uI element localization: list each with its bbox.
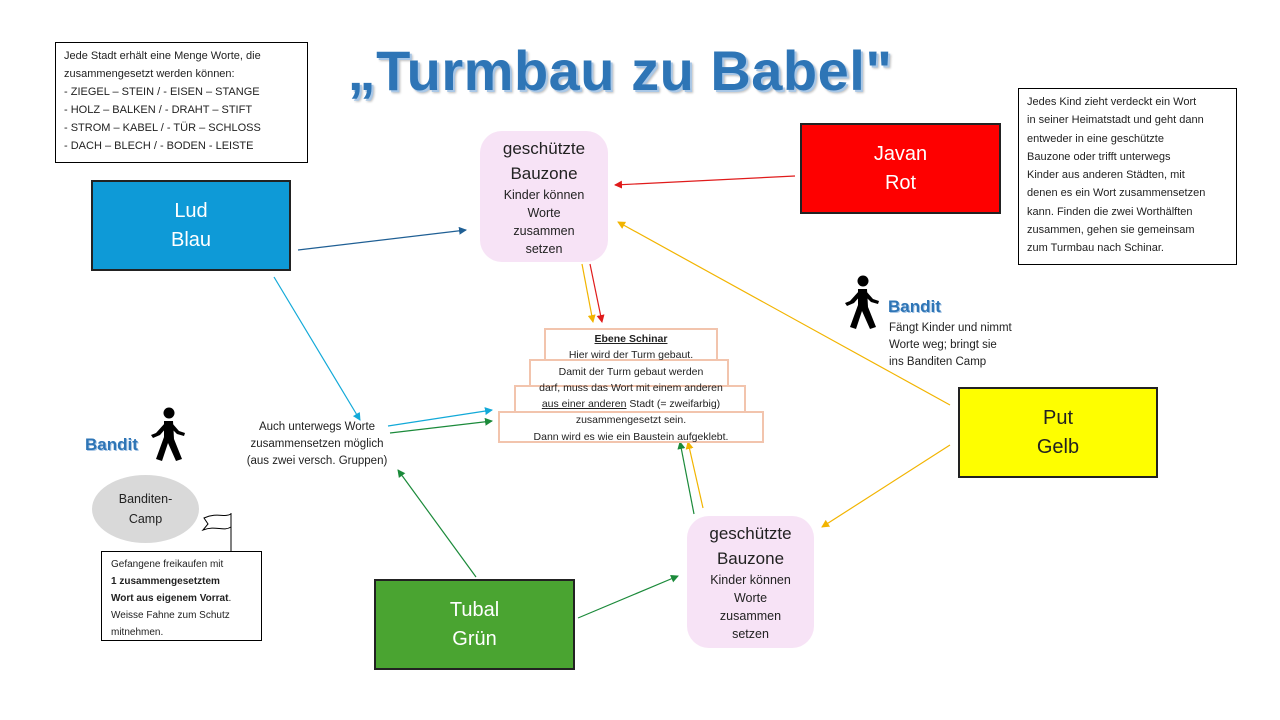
zone-text: Worte bbox=[733, 591, 768, 605]
camp-note-bold: Wort aus eigenem Vorrat bbox=[111, 593, 229, 604]
tower-schinar: Ebene Schinar Hier wird der Turm gebaut.… bbox=[500, 331, 762, 445]
note-line: - ZIEGEL – STEIN / - EISEN – STANGE bbox=[64, 86, 260, 98]
tower-underlined-text: aus einer anderen bbox=[541, 398, 627, 411]
zone-title: Bauzone bbox=[510, 163, 578, 183]
note-line: - DACH – BLECH / - BODEN - LEISTE bbox=[64, 140, 254, 152]
note-line: denen es ein Wort zusammensetzen bbox=[1027, 187, 1206, 200]
arrow-tubal-to-bottom-zone bbox=[577, 575, 679, 619]
camp-note-line: Wort aus eigenem Vorrat. bbox=[111, 590, 252, 607]
arrow-zone-to-tower-yellow bbox=[581, 263, 596, 323]
bandit-line: Worte weg; bringt sie bbox=[889, 339, 997, 351]
note-line: - HOLZ – BALKEN / - DRAHT – STIFT bbox=[64, 104, 253, 116]
note-line: zum Turmbau nach Schinar. bbox=[1027, 242, 1164, 255]
note-line: Bauzone oder trifft unterwegs bbox=[1027, 150, 1171, 163]
tower-line: Hier wird der Turm gebaut. bbox=[568, 349, 694, 362]
tower-line: darf, muss das Wort mit einem anderen bbox=[539, 381, 723, 394]
city-name: Javan bbox=[873, 142, 928, 165]
zone-text: zusammen bbox=[513, 223, 575, 238]
city-name: Put bbox=[1042, 406, 1074, 429]
note-line: zusammen, gehen sie gemeinsam bbox=[1027, 224, 1195, 237]
camp-note-line: mitnehmen. bbox=[111, 627, 164, 638]
note-line: in seiner Heimatstadt und geht dann bbox=[1027, 114, 1204, 127]
note-line: kann. Finden die zwei Worthälften bbox=[1027, 205, 1193, 218]
note-line: Jedes Kind zieht verdeckt ein Wort bbox=[1027, 96, 1197, 108]
arrow-enroute-to-tower-cyan bbox=[387, 407, 493, 427]
note-line: Jede Stadt erhält eine Menge Worte, die bbox=[64, 50, 261, 62]
zone-text: setzen bbox=[732, 627, 769, 641]
arrow-zone-to-tower-green bbox=[677, 441, 695, 515]
note-line: Kinder aus anderen Städten, mit bbox=[1027, 169, 1185, 182]
city-color-label: Grün bbox=[452, 627, 497, 650]
camp-note-line: Weisse Fahne zum Schutz bbox=[111, 610, 230, 621]
word-list-note: Jede Stadt erhält eine Menge Worte, die … bbox=[55, 42, 308, 163]
zone-text: Worte bbox=[527, 205, 561, 220]
en-route-line: zusammensetzen möglich bbox=[250, 438, 384, 450]
zone-title: Bauzone bbox=[716, 549, 785, 568]
camp-label: Banditen- bbox=[118, 492, 173, 506]
city-name: Tubal bbox=[449, 598, 500, 621]
bandit-line: ins Banditen Camp bbox=[889, 356, 987, 368]
bandit-label-left: Bandit bbox=[85, 435, 138, 454]
protected-zone-bottom: geschützte Bauzone Kinder können Worte z… bbox=[687, 516, 814, 648]
bandit-camp: Banditen- Camp bbox=[92, 475, 199, 543]
arrow-put-to-bottom-zone bbox=[821, 444, 951, 528]
arrow-javan-to-top-zone bbox=[614, 175, 796, 189]
tower-heading: Ebene Schinar bbox=[594, 333, 668, 345]
arrow-zone-to-tower-red bbox=[589, 263, 605, 323]
note-line: - STROM – KABEL / - TÜR – SCHLOSS bbox=[64, 122, 261, 134]
page-title: „Turmbau zu Babel" bbox=[347, 39, 893, 102]
city-javan: Javan Rot bbox=[800, 123, 1001, 214]
zone-text: setzen bbox=[525, 241, 563, 256]
camp-note-line: 1 zusammengesetztem bbox=[111, 576, 220, 587]
arrow-enroute-to-tower-green bbox=[389, 417, 493, 434]
tower-step-1 bbox=[498, 411, 764, 443]
walking-person-icon bbox=[845, 275, 879, 329]
tower-line: Dann wird es wie ein Baustein aufgeklebt… bbox=[533, 430, 729, 443]
arrow-put-to-top-zone bbox=[617, 221, 951, 406]
camp-note-line: Gefangene freikaufen mit bbox=[111, 559, 224, 570]
zone-title: geschützte bbox=[709, 524, 792, 543]
tower-step-4 bbox=[544, 328, 718, 361]
city-color-label: Rot bbox=[884, 171, 917, 194]
camp-note: Gefangene freikaufen mit 1 zusammengeset… bbox=[101, 551, 262, 641]
zone-text: Kinder können bbox=[503, 187, 585, 202]
bandit-line: Fängt Kinder und nimmt bbox=[889, 322, 1012, 334]
arrow-zone-to-tower-yellow-2 bbox=[685, 441, 704, 509]
en-route-note: Auch unterwegs Worte zusammensetzen mögl… bbox=[236, 419, 398, 470]
arrow-lud-to-tower bbox=[273, 276, 361, 421]
note-line: entweder in eine geschützte bbox=[1027, 132, 1164, 145]
arrow-lud-to-top-zone bbox=[297, 226, 467, 251]
city-put: Put Gelb bbox=[958, 387, 1158, 478]
zone-text: Kinder können bbox=[710, 573, 791, 587]
en-route-line: Auch unterwegs Worte bbox=[258, 421, 376, 433]
zone-title: geschützte bbox=[502, 138, 586, 158]
white-flag-icon bbox=[201, 513, 232, 551]
protected-zone-top: geschützte Bauzone Kinder können Worte z… bbox=[480, 131, 608, 262]
tower-line-rest: Stadt (= zweifarbig) bbox=[626, 398, 721, 411]
note-line: zusammengesetzt werden können: bbox=[64, 68, 235, 80]
camp-note-rest: . bbox=[228, 593, 232, 604]
camp-label: Camp bbox=[128, 512, 163, 526]
tower-line: aus einer anderen Stadt (= zweifarbig) bbox=[500, 396, 762, 412]
tower-line: Damit der Turm gebaut werden bbox=[558, 365, 704, 378]
city-lud: Lud Blau bbox=[91, 180, 291, 271]
bandit-label-right: Bandit bbox=[888, 297, 941, 316]
en-route-line: (aus zwei versch. Gruppen) bbox=[246, 455, 388, 467]
arrow-tubal-to-enroute bbox=[397, 469, 477, 578]
city-tubal: Tubal Grün bbox=[374, 579, 575, 670]
city-color-label: Blau bbox=[170, 228, 212, 251]
city-color-label: Gelb bbox=[1036, 435, 1080, 458]
bandit-description: Fängt Kinder und nimmt Worte weg; bringt… bbox=[889, 320, 1012, 371]
tower-line: zusammengesetzt sein. bbox=[575, 414, 687, 427]
rules-note: Jedes Kind zieht verdeckt ein Wort in se… bbox=[1018, 88, 1237, 265]
zone-text: zusammen bbox=[719, 609, 782, 623]
city-name: Lud bbox=[174, 199, 208, 222]
walking-person-icon bbox=[151, 407, 185, 461]
